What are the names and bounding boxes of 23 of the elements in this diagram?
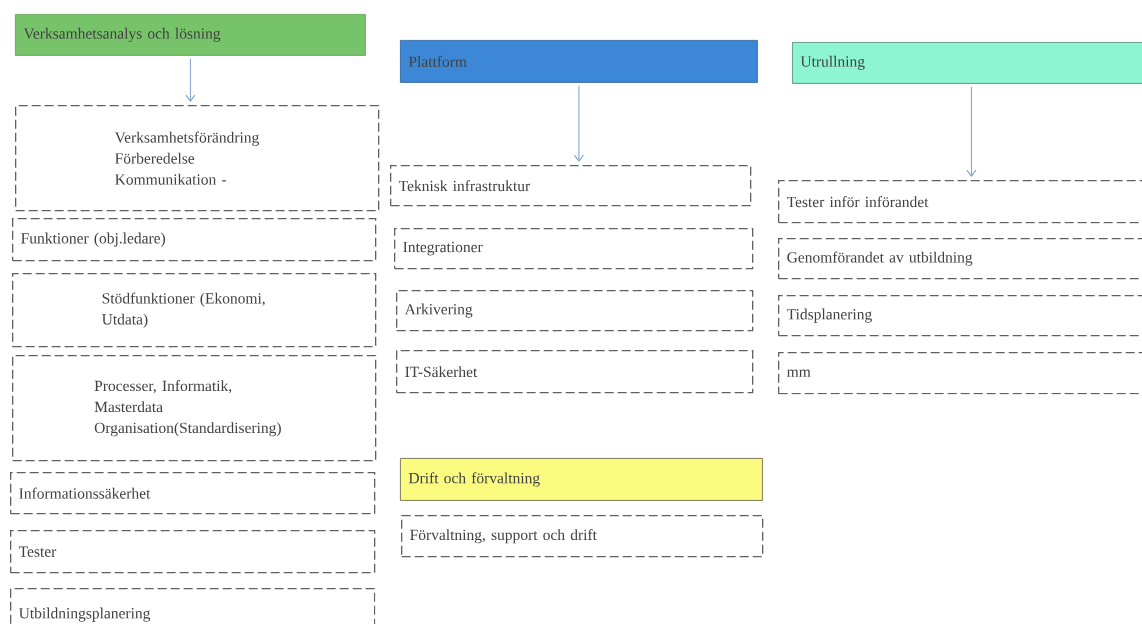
item-box: Tester inför införandet: [778, 180, 1142, 224]
item-box: Utbildningsplanering: [10, 588, 376, 624]
item-box: Tester: [10, 530, 376, 574]
item-box: IT-Säkerhet: [396, 350, 754, 394]
header-box: Drift och förvaltning: [400, 458, 763, 501]
item-box: Tidsplanering: [778, 295, 1142, 337]
arrow: [185, 58, 196, 102]
item-box: Informationssäkerhet: [10, 472, 376, 515]
item-box: Arkivering: [396, 290, 754, 332]
header-box: Utrullning: [792, 42, 1142, 84]
arrow: [966, 86, 977, 177]
item-box: Verksamhetsförändring Förberedelse Kommunikation -: [15, 105, 380, 212]
arrow: [573, 85, 584, 162]
item-box: Funktioner (obj.ledare): [12, 218, 377, 262]
item-box: Teknisk infrastruktur: [390, 165, 752, 207]
item-box: mm: [778, 352, 1142, 395]
item-box: Genomförandet av utbildning: [778, 238, 1142, 280]
item-box: Integrationer: [394, 228, 754, 270]
header-box: Verksamhetsanalys och lösning: [15, 14, 366, 56]
item-box: Förvaltning, support och drift: [401, 515, 764, 558]
item-box: Processer, Informatik, Masterdata Organisation(Standardisering): [12, 355, 377, 462]
header-box: Plattform: [400, 40, 758, 83]
item-box: Stödfunktioner (Ekonomi, Utdata): [12, 273, 377, 348]
